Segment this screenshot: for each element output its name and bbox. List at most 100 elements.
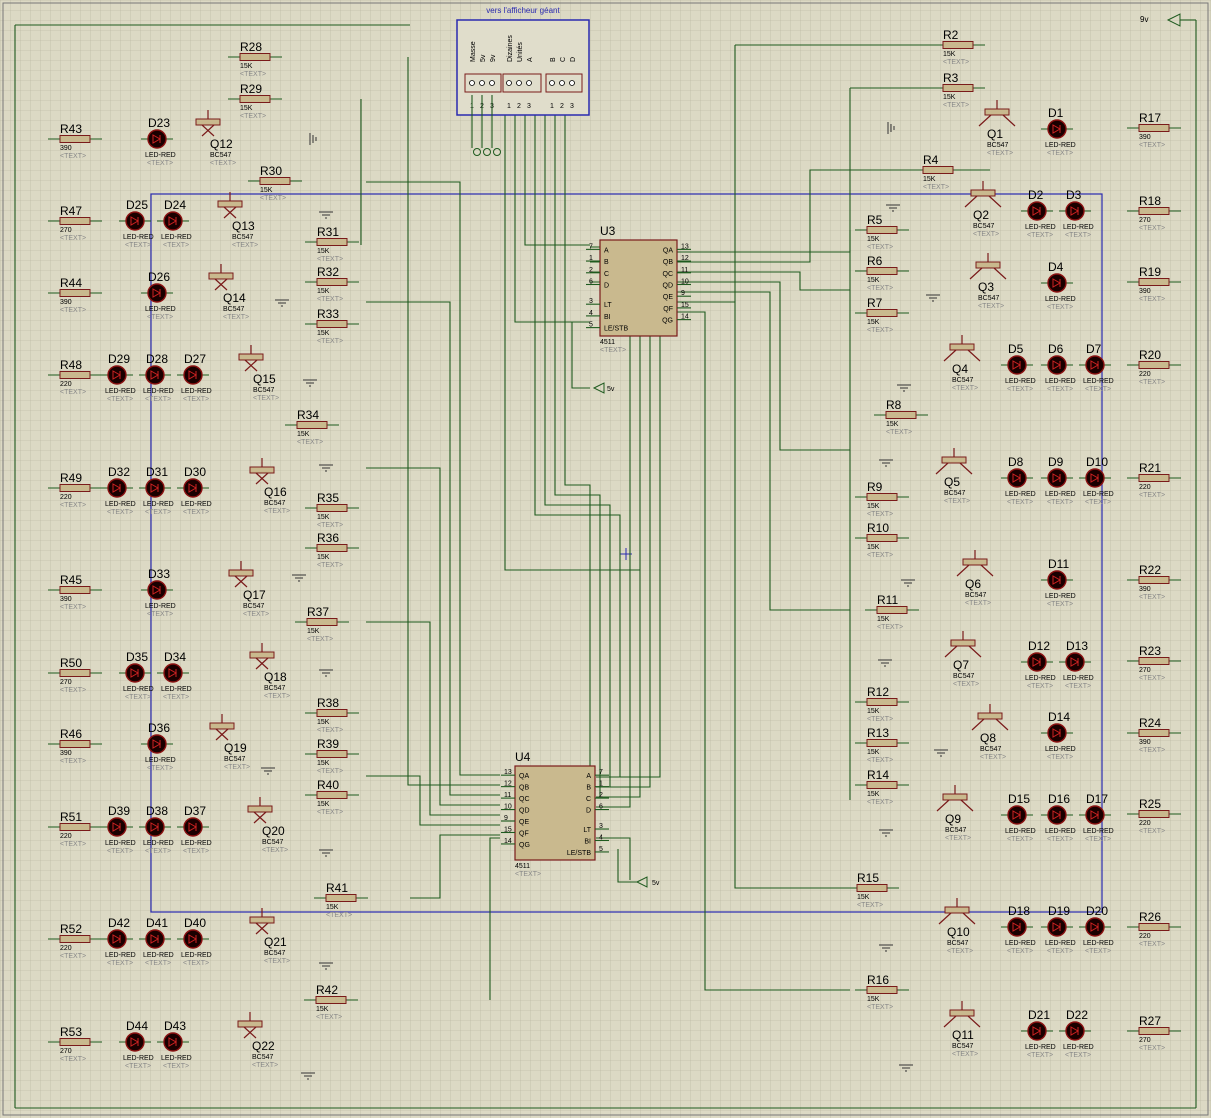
connector-pin[interactable]: [506, 80, 512, 86]
connector-pin[interactable]: [469, 80, 475, 86]
connector-pin[interactable]: [549, 80, 555, 86]
ic-u4[interactable]: U44511<TEXT>QA13QB12QC11QD10QE9QF15QG14A…: [501, 750, 609, 878]
ic-u3[interactable]: U34511<TEXT>A7B1C2D6LT3BI4LE/STB5QA13QB1…: [586, 224, 691, 354]
connector-pin[interactable]: [489, 80, 495, 86]
connector-pin[interactable]: [569, 80, 575, 86]
